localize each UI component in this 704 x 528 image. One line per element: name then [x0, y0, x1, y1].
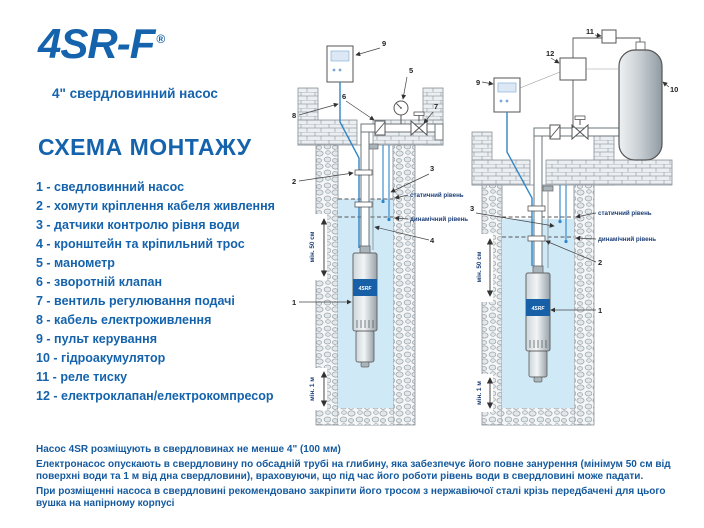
callout-3: 3 — [430, 164, 434, 173]
note-paragraph-2: Електронасос опускають в свердловину по … — [36, 458, 671, 483]
installation-notes: Насос 4SR розміщують в свердловинах не м… — [36, 444, 696, 513]
legend-item: 10 - гідроакумулятор — [36, 351, 166, 365]
dimension-min-50cm: мін. 50 см — [473, 234, 494, 302]
svg-text:динамічний рівень: динамічний рівень — [410, 216, 468, 223]
legend-item: 6 - зворотній клапан — [36, 275, 163, 289]
borehole-pump: 4SRF — [352, 245, 378, 368]
dynamic-level-label: динамічний рівень — [575, 235, 656, 243]
pump-intake-slots — [529, 340, 547, 348]
well-wall-right — [392, 144, 416, 426]
check-valve-icon — [374, 120, 386, 136]
legend-item: 3 - датчики контролю рівня води — [36, 218, 240, 232]
svg-text:статичний рівень: статичний рівень — [598, 210, 652, 217]
well-wall-right — [573, 184, 595, 426]
legend-item: 1 - сведловинний насос — [36, 180, 185, 194]
dimension-label: мін. 50 см — [475, 251, 483, 282]
cable-clamps — [354, 169, 373, 208]
callout-9: 9 — [476, 78, 480, 87]
pressure-switch — [601, 29, 617, 44]
callout-10: 10 — [670, 85, 678, 94]
legend-item: 4 - кронштейн та кріпильний трос — [36, 237, 245, 251]
dimension-label: мін. 1 м — [475, 381, 483, 405]
delivery-pipe — [360, 123, 444, 133]
level-probes — [558, 185, 568, 244]
pump-motor — [528, 350, 548, 378]
dimension-min-1m: мін. 1 м — [307, 368, 328, 410]
legend-item: 2 - хомути кріплення кабеля живлення — [36, 199, 275, 213]
dimension-min-50cm: мін. 50 см — [307, 214, 328, 280]
legend: 1 - сведловинний насос 2 - хомути кріпле… — [36, 178, 275, 406]
legend-item: 5 - манометр — [36, 256, 115, 270]
safety-rope-and-bracket — [542, 185, 554, 268]
legend-item: 11 - реле тиску — [36, 370, 128, 384]
callouts-right: 9 12 11 10 3 2 1 — [470, 27, 678, 315]
level-probes — [381, 145, 391, 222]
pump-brand-label: 4SRF — [531, 306, 546, 312]
pump-motor — [355, 330, 375, 363]
brand-logo: 4SR-F® — [38, 20, 165, 68]
callout-4: 4 — [430, 236, 435, 245]
outlet-tap — [434, 123, 444, 141]
regulating-valve-icon — [410, 111, 428, 137]
static-level-label: статичний рівень — [394, 192, 464, 200]
callout-5: 5 — [409, 66, 413, 75]
dimension-min-1m: мін. 1 м — [473, 374, 494, 412]
legend-item: 9 - пульт керування — [36, 332, 158, 346]
legend-item: 7 - вентиль регулювання подачі — [36, 294, 235, 308]
static-level-label: статичний рівень — [575, 210, 652, 219]
installation-diagram-left: 4SRF мін. 50 см мін. 1 м статичний рівен… — [292, 39, 468, 426]
svg-text:динамічний рівень: динамічний рівень — [598, 236, 656, 243]
dimension-label: мін. 1 м — [308, 377, 316, 401]
registered-mark: ® — [156, 32, 165, 46]
pressure-gauge-icon — [393, 100, 409, 124]
regulating-valve-icon — [571, 115, 589, 141]
legend-item: 12 - електроклапан/електрокомпресор — [36, 389, 274, 403]
dimension-label: мін. 50 см — [308, 231, 316, 262]
dynamic-level-label: динамічний рівень — [394, 215, 468, 223]
wellhead-pit — [297, 87, 444, 146]
pressure-tank — [618, 41, 663, 161]
well-bottom-gravel — [502, 408, 574, 425]
control-panel — [326, 45, 354, 83]
electro-valve-box — [559, 57, 619, 128]
note-paragraph-3: При розміщенні насоса в свердловині реко… — [36, 485, 666, 510]
callouts-left: 9 5 6 7 8 2 3 4 1 — [292, 39, 438, 307]
callout-2: 2 — [598, 258, 602, 267]
note-paragraph-1: Насос 4SR розміщують в свердловинах не м… — [36, 444, 341, 455]
callout-6: 6 — [342, 92, 346, 101]
page-title: СХЕМА МОНТАЖУ — [38, 134, 252, 160]
installation-diagram-right: 4SRF мін. 50 см мін. 1 м статичний рівен… — [470, 27, 678, 426]
callout-11: 11 — [586, 27, 594, 36]
pump-brand-band — [353, 279, 377, 296]
callout-2: 2 — [292, 177, 296, 186]
callout-12: 12 — [546, 49, 554, 58]
cable-clamps — [527, 205, 546, 242]
product-subtitle: 4" свердловинний насос — [52, 86, 218, 101]
borehole-pump: 4SRF — [525, 265, 551, 383]
callout-3: 3 — [470, 204, 474, 213]
control-panel — [493, 77, 521, 113]
callout-9: 9 — [382, 39, 386, 48]
panel-wire — [519, 71, 561, 89]
callout-1: 1 — [598, 306, 602, 315]
callout-1: 1 — [292, 298, 296, 307]
check-valve-icon — [549, 124, 561, 140]
riser-pipe — [533, 127, 543, 271]
tank-top-fitting — [635, 41, 646, 51]
pump-brand-label: 4SRF — [358, 286, 373, 292]
wellhead-pit — [471, 131, 673, 186]
power-cable — [506, 112, 533, 266]
riser-pipe — [360, 123, 370, 251]
brand-logo-text: 4SR-F — [38, 20, 155, 67]
callout-7: 7 — [434, 102, 438, 111]
legend-item: 8 - кабель електроживлення — [36, 313, 212, 327]
pump-intake-slots — [356, 320, 374, 328]
well-bottom-gravel — [338, 408, 393, 425]
svg-text:статичний рівень: статичний рівень — [410, 192, 464, 199]
callout-8: 8 — [292, 111, 296, 120]
pump-brand-band — [526, 299, 550, 316]
